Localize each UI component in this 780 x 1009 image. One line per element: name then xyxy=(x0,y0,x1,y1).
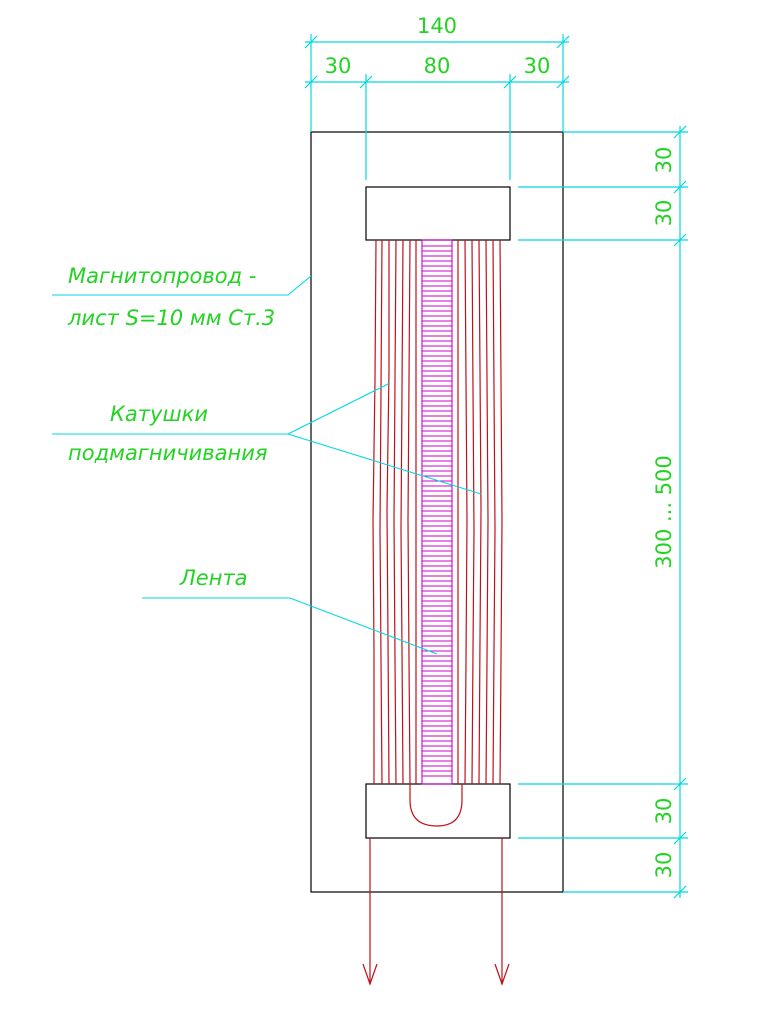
right-coil-wire-2 xyxy=(464,239,468,785)
label-coils-line2: подмагничивания xyxy=(68,441,268,465)
callout-magnetic-core: Магнитопровод - лист S=10 мм Ст.3 xyxy=(52,264,312,330)
tick-v-3 xyxy=(673,233,687,247)
callout-coils: Катушки подмагничивания xyxy=(52,382,482,495)
callout-tape: Лента xyxy=(142,566,438,655)
leader-coils-right xyxy=(287,433,482,495)
tick-partial-3 xyxy=(503,75,517,89)
bottom-u-bend xyxy=(409,784,463,827)
left-coil-wire-2 xyxy=(379,239,383,785)
label-tape: Лента xyxy=(179,566,248,590)
dim-text-top-right: 30 xyxy=(524,54,551,78)
dim-text-right-1: 30 xyxy=(652,147,676,174)
tick-partial-1 xyxy=(304,75,318,89)
left-coil-wire-4 xyxy=(393,239,397,785)
leader-coils-left xyxy=(287,382,391,435)
label-coils-line1: Катушки xyxy=(110,402,208,426)
right-coil-wire-5 xyxy=(485,239,489,785)
right-dimensions: 30 30 300 ... 500 30 30 xyxy=(518,125,688,899)
top-dimensions: 140 30 80 30 xyxy=(304,14,570,180)
tick-partial-4 xyxy=(556,75,570,89)
core-outer-plate xyxy=(310,131,564,893)
tape-hatching xyxy=(422,245,452,777)
tick-v-2 xyxy=(673,180,687,194)
leader-magnetic-core xyxy=(52,275,312,296)
tick-v-5 xyxy=(673,831,687,845)
tick-v-4 xyxy=(673,777,687,791)
left-coil-wire-6 xyxy=(407,239,411,785)
tick-partial-2 xyxy=(359,75,373,89)
label-magnetic-core-line2: лист S=10 мм Ст.3 xyxy=(67,306,275,330)
left-coil-wire-1 xyxy=(372,239,377,784)
tick-v-6 xyxy=(673,885,687,899)
label-magnetic-core-line1: Магнитопровод - xyxy=(68,264,256,288)
right-coil-wire-4 xyxy=(478,239,482,785)
dim-text-right-5: 30 xyxy=(652,852,676,879)
dim-text-overall: 140 xyxy=(417,14,457,38)
right-coil-wire-3 xyxy=(471,239,475,785)
dim-text-right-2: 30 xyxy=(652,200,676,227)
tape-strip xyxy=(421,239,453,785)
top-yoke-block xyxy=(365,186,511,241)
bias-coils xyxy=(362,239,510,986)
bottom-yoke-block xyxy=(365,783,511,839)
right-coil-wire-6 xyxy=(492,239,496,785)
dim-text-right-4: 30 xyxy=(652,798,676,825)
dim-text-right-3: 300 ... 500 xyxy=(652,455,676,569)
tape-outline xyxy=(421,239,453,785)
left-coil-wire-5 xyxy=(400,239,404,785)
left-coil-wire-3 xyxy=(386,240,390,785)
right-output-arrow xyxy=(494,963,510,986)
tick-v-1 xyxy=(673,125,687,139)
tick-overall-left xyxy=(304,35,318,49)
tick-overall-right xyxy=(556,35,570,49)
right-coil-wire-7 xyxy=(499,239,503,785)
dim-text-top-middle: 80 xyxy=(424,54,451,78)
left-output-arrow xyxy=(362,963,378,986)
dim-text-top-left: 30 xyxy=(325,54,352,78)
leader-tape xyxy=(142,597,438,655)
